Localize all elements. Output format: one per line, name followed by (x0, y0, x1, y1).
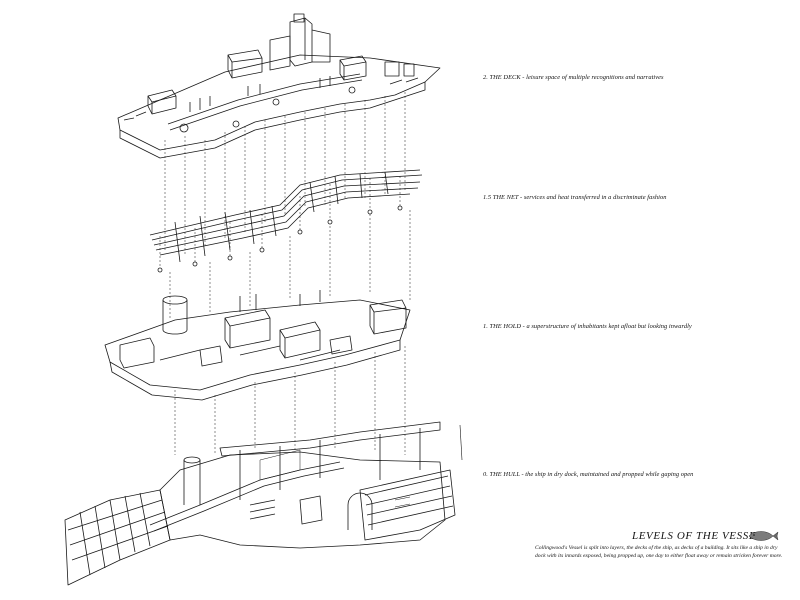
level-label-net: 1.5 THE NET - services and heat transfer… (483, 194, 667, 201)
deck-to-net-connectors (164, 92, 406, 255)
drawing-title: LEVELS OF THE VESSEL (632, 530, 763, 542)
hold-to-hull-connectors (174, 346, 406, 455)
exploded-axonometric-drawing (64, 13, 463, 586)
hold-level-drawing (104, 290, 411, 401)
net-level-drawing (149, 169, 423, 273)
level-label-hold: 1. THE HOLD - a superstructure of inhabi… (483, 323, 692, 330)
description-paragraph: Collingwood's Vessel is split into layer… (535, 545, 783, 559)
level-label-deck: 2. THE DECK - leisure space of multiple … (483, 74, 664, 81)
hull-level-drawing (64, 421, 463, 586)
deck-level-drawing (117, 13, 441, 159)
level-label-hull: 0. THE HULL - the ship in dry dock, main… (483, 471, 694, 478)
fish-icon (748, 531, 779, 541)
